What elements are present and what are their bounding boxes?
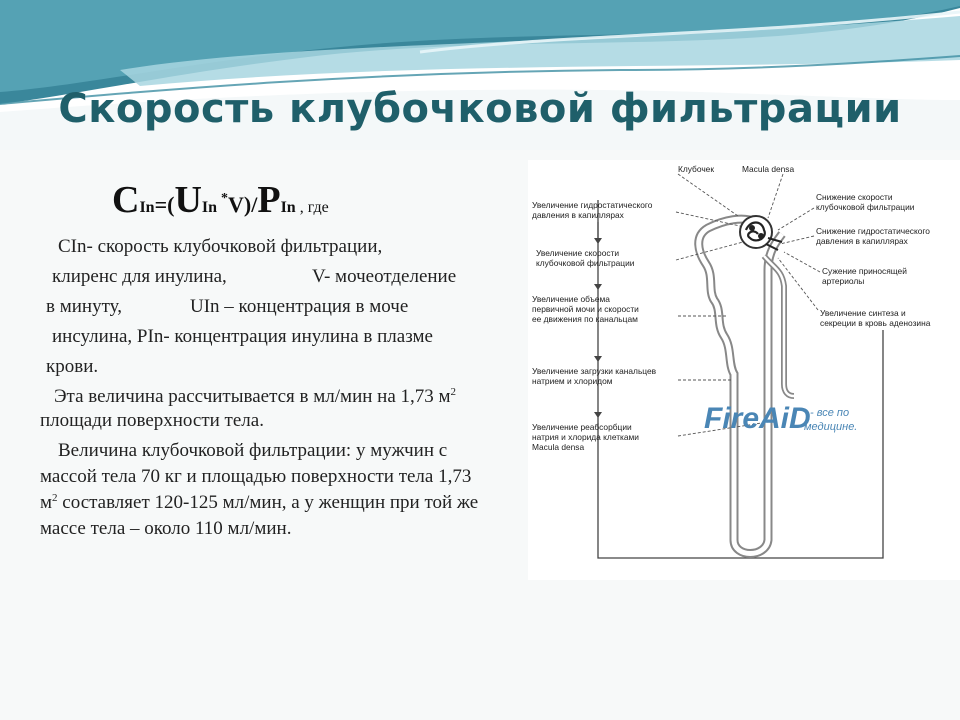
right-label-1a: Снижение скорости — [816, 192, 893, 202]
text-line: в минуту, — [46, 296, 122, 317]
left-label-4b: натрием и хлоридом — [532, 376, 613, 386]
nephron-diagram-svg: Клубочек Macula densa Увеличение гидрост… — [532, 164, 931, 559]
text-line: Эта величина рассчитывается в мл/мин на … — [54, 386, 456, 408]
watermark-tagline-1: - все по — [810, 407, 849, 419]
nephron-feedback-diagram: Клубочек Macula densa Увеличение гидрост… — [528, 160, 960, 580]
wave-header-decoration — [0, 0, 960, 170]
right-label-4b: секреции в кровь аденозина — [820, 318, 931, 328]
glomerulus — [739, 215, 783, 251]
formula-c-sub: In — [139, 199, 155, 216]
formula-tail: , где — [295, 199, 329, 216]
left-label-1a: Увеличение гидростатического — [532, 200, 653, 210]
formula-v: V)/ — [228, 192, 258, 217]
feedback-loop-line — [597, 200, 884, 559]
text-line-part: м — [40, 492, 53, 513]
formula-u-sub: In — [201, 199, 218, 216]
left-label-3b: первичной мочи и скорости — [532, 304, 639, 314]
gfr-formula: CIn=(UIn *V)/PIn , где — [112, 178, 329, 222]
right-label-3a: Сужение приносящей — [822, 266, 907, 276]
text-line: Величина клубочковой фильтрации: у мужчи… — [58, 440, 448, 461]
text-line: клиренс для инулина, — [52, 266, 227, 287]
watermark-brand: FireAiD — [704, 402, 811, 435]
text-line: площади поверхности тела. — [40, 410, 264, 431]
right-label-4a: Увеличение синтеза и — [820, 308, 906, 318]
left-label-5b: натрия и хлорида клетками — [532, 432, 639, 442]
formula-c: C — [112, 179, 140, 221]
nephron-tubule — [694, 214, 795, 558]
right-label-3b: артериолы — [822, 276, 864, 286]
left-label-3c: ее движения по канальцам — [532, 314, 638, 324]
text-line-part: Эта величина рассчитывается в мл/мин на … — [54, 386, 451, 407]
formula-u: U — [174, 179, 202, 221]
formula-mult: * — [221, 191, 229, 206]
superscript: 2 — [450, 386, 457, 398]
left-label-3a: Увеличение объема — [532, 294, 610, 304]
label-macula-densa: Macula densa — [742, 164, 794, 174]
text-line: крови. — [46, 356, 99, 377]
superscript: 2 — [52, 492, 58, 504]
text-line: массой тела 70 кг и площадью поверхности… — [40, 466, 472, 487]
text-line-part: составляет 120-125 мл/мин, а у женщин пр… — [57, 492, 479, 513]
right-label-1b: клубочковой фильтрации — [816, 202, 915, 212]
formula-eq: =( — [154, 192, 175, 217]
left-label-5a: Увеличение реабсорбции — [532, 422, 632, 432]
left-label-4a: Увеличение загрузки канальцев — [532, 366, 657, 376]
right-label-2a: Снижение гидростатического — [816, 226, 930, 236]
pointer-lines — [675, 173, 821, 437]
formula-p-sub: In — [280, 199, 296, 216]
text-line: CIn- скорость клубочковой фильтрации, — [58, 236, 383, 257]
left-label-2b: клубочковой фильтрации — [536, 258, 635, 268]
left-chain-arrowheads — [594, 238, 602, 418]
text-line: V- мочеотделение — [312, 266, 457, 287]
left-label-5c: Macula densa — [532, 442, 584, 452]
text-line: UIn – концентрация в моче — [190, 296, 409, 317]
text-line: м2 составляет 120-125 мл/мин, а у женщин… — [40, 492, 478, 514]
watermark-tagline-2: медицине. — [804, 421, 857, 433]
text-line: инсулина, PIn- концентрация инулина в пл… — [52, 326, 433, 347]
left-label-2a: Увеличение скорости — [536, 248, 619, 258]
label-glomerulus: Клубочек — [678, 164, 714, 174]
formula-p: P — [257, 179, 281, 221]
right-label-2b: давления в капиллярах — [816, 236, 909, 246]
left-label-1b: давления в капиллярах — [532, 210, 625, 220]
slide-title: Скорость клубочковой фильтрации — [58, 86, 902, 132]
text-line: массе тела – около 110 мл/мин. — [40, 518, 292, 539]
